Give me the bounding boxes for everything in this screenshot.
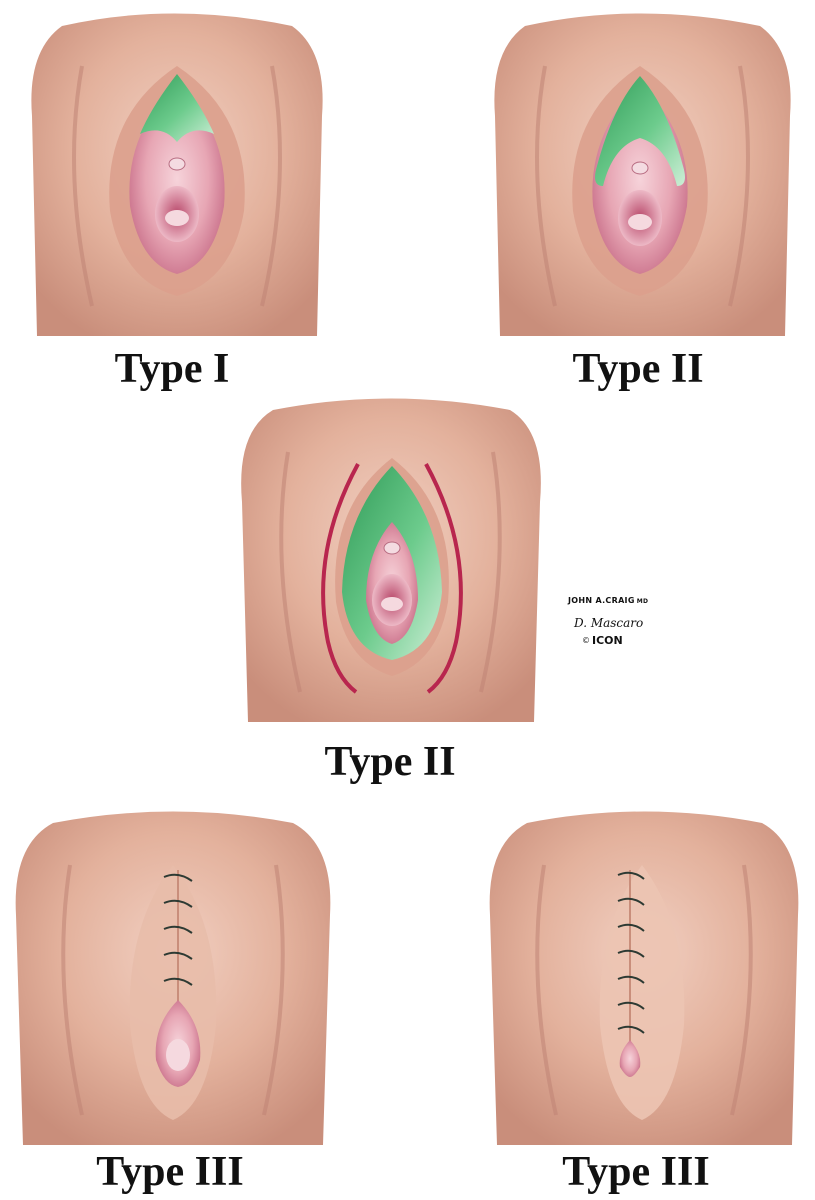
thigh-fold-left bbox=[72, 65, 94, 307]
signature-copyright: © bbox=[582, 636, 590, 645]
caption-type-2-a: Type II bbox=[572, 346, 704, 392]
signature-name: JOHN A.CRAIG bbox=[568, 596, 635, 605]
illustration-type-1 bbox=[22, 6, 332, 341]
thigh-fold-left bbox=[535, 864, 558, 1116]
thigh-fold-left bbox=[61, 864, 84, 1116]
residual-opening bbox=[619, 1040, 641, 1077]
thigh-fold-right bbox=[260, 65, 282, 307]
incision-line-right bbox=[424, 463, 463, 694]
excised-clitoral-hood bbox=[140, 74, 214, 142]
illustration-type-2-b bbox=[228, 392, 553, 732]
caption-type-3-b: Type III bbox=[562, 1149, 710, 1195]
caption-type-2-b: Type II bbox=[324, 739, 456, 785]
suture-stitches bbox=[617, 871, 645, 1034]
thigh-fold-right bbox=[262, 864, 285, 1116]
illustration-type-3-b bbox=[482, 805, 807, 1150]
incision-line-left bbox=[321, 463, 360, 694]
thigh-fold-right bbox=[479, 451, 502, 693]
signature-logo: ICON bbox=[592, 634, 623, 647]
thigh-fold-left bbox=[279, 451, 302, 693]
thigh-fold-right bbox=[730, 864, 753, 1116]
illustration-type-2-a bbox=[485, 6, 800, 341]
excised-clitoris-and-labia-minora bbox=[595, 76, 685, 186]
signature-suffix: MD bbox=[636, 598, 649, 605]
signature-artist: D. Mascaro bbox=[574, 616, 644, 630]
suture-stitches bbox=[163, 873, 193, 986]
labia-minora bbox=[129, 84, 225, 274]
illustration-type-3-a bbox=[8, 805, 338, 1150]
caption-type-1: Type I bbox=[114, 346, 230, 392]
thigh-fold-right bbox=[728, 65, 750, 307]
thigh-fold-left bbox=[535, 65, 557, 307]
urethral-meatus bbox=[168, 157, 186, 171]
urethral-meatus bbox=[631, 161, 649, 175]
urethral-meatus bbox=[383, 541, 401, 555]
caption-type-3-a: Type III bbox=[96, 1149, 244, 1195]
